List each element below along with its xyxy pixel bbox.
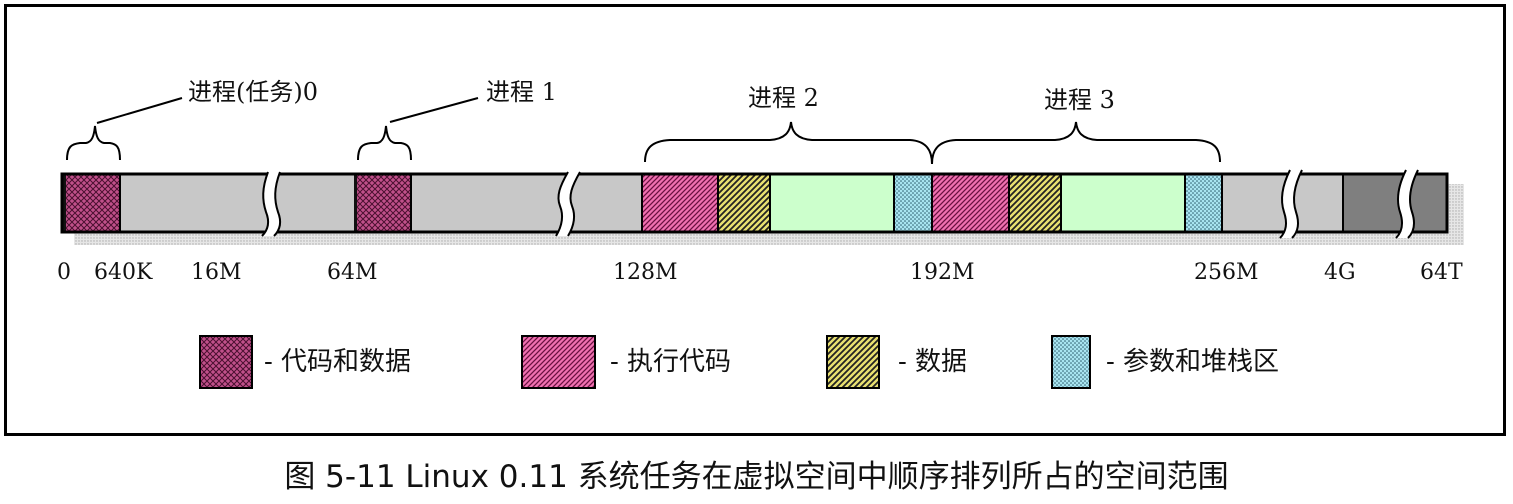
brace-task2 bbox=[644, 121, 933, 165]
legend-label-args-stack: - 参数和堆栈区 bbox=[1106, 347, 1280, 377]
tick-label: 128M bbox=[613, 260, 678, 285]
tick-label: 64T bbox=[1420, 260, 1463, 285]
segment-task3-stack bbox=[1185, 174, 1222, 232]
segment-edge-64M bbox=[354, 174, 357, 232]
brace-task1 bbox=[357, 125, 412, 161]
tick-label: 640K bbox=[94, 260, 153, 285]
memory-bar bbox=[60, 169, 1449, 239]
leader-task0 bbox=[96, 97, 183, 124]
segment-task1-codedata bbox=[357, 174, 411, 232]
bar-outline bbox=[60, 172, 1449, 234]
segment-task2-exec bbox=[642, 174, 718, 232]
segment-edge-0 bbox=[62, 174, 66, 232]
segment-task3-heap bbox=[1061, 174, 1185, 232]
segment-task3-data bbox=[1009, 174, 1061, 232]
segment-task0-free bbox=[120, 174, 354, 232]
segment-task0-codedata bbox=[66, 174, 120, 232]
segment-task3-exec bbox=[932, 174, 1009, 232]
label-task1: 进程 1 bbox=[486, 78, 557, 106]
figure-caption: 图 5-11 Linux 0.11 系统任务在虚拟空间中顺序排列所占的空间范围 bbox=[284, 459, 1229, 495]
tick-label: 256M bbox=[1194, 260, 1259, 285]
segment-task2-stack bbox=[894, 174, 932, 232]
segment-task2-heap bbox=[770, 174, 894, 232]
segment-task2-data bbox=[718, 174, 770, 232]
label-task0: 进程(任务)0 bbox=[188, 78, 318, 106]
brace-task0 bbox=[66, 125, 121, 161]
segment-task1-free bbox=[411, 174, 642, 232]
break-mark-3 bbox=[1279, 169, 1303, 239]
diagram-frame bbox=[4, 4, 1506, 436]
brace-task3 bbox=[931, 121, 1221, 165]
segment-above-4G bbox=[1343, 174, 1447, 232]
legend-label-code-data: - 代码和数据 bbox=[264, 347, 412, 377]
label-task3: 进程 3 bbox=[1044, 86, 1115, 114]
legend-swatch-args-stack bbox=[1051, 335, 1091, 389]
break-mark-1 bbox=[261, 171, 282, 237]
legend-label-exec-code: - 执行代码 bbox=[610, 347, 732, 377]
tick-label: 0 bbox=[57, 260, 71, 285]
tick-label: 16M bbox=[191, 260, 242, 285]
tick-label: 64M bbox=[327, 260, 378, 285]
tick-label: 4G bbox=[1324, 260, 1356, 285]
legend-swatch-data bbox=[826, 335, 880, 389]
break-mark-4 bbox=[1395, 169, 1419, 239]
legend-swatch-code-data bbox=[199, 335, 253, 389]
break-mark-2 bbox=[555, 171, 581, 237]
label-task2: 进程 2 bbox=[748, 84, 819, 112]
legend-swatch-exec-code bbox=[521, 335, 596, 389]
tick-label: 192M bbox=[910, 260, 975, 285]
leader-task1 bbox=[389, 97, 479, 123]
legend-label-data: - 数据 bbox=[898, 347, 968, 377]
